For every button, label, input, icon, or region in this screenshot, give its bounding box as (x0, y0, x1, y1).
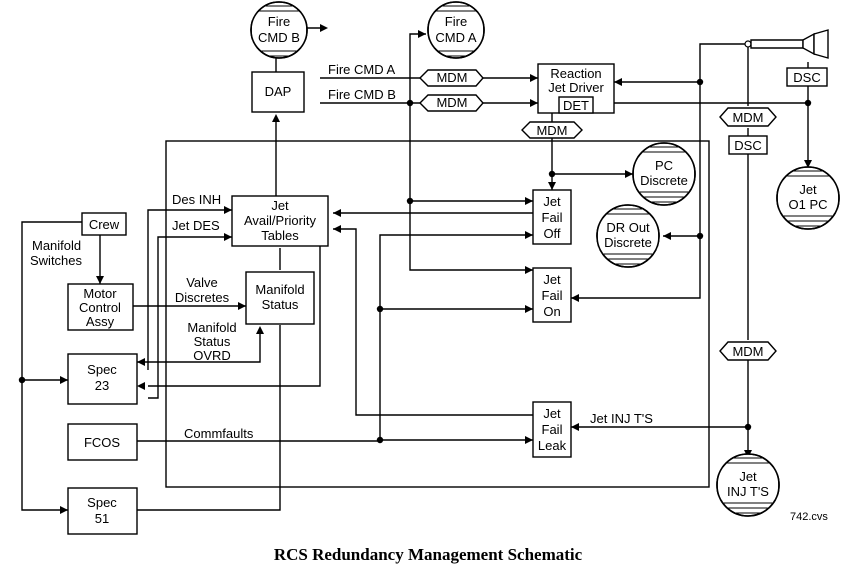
svg-text:DR Out: DR Out (606, 220, 650, 235)
svg-text:MDM: MDM (732, 110, 763, 125)
fire-cmd-b-label: Fire CMD B (328, 87, 396, 102)
jet-fail-on-box: Jet Fail On (532, 267, 572, 323)
svg-text:Motor: Motor (83, 286, 117, 301)
svg-text:Jet: Jet (739, 469, 757, 484)
svg-text:Status: Status (262, 297, 299, 312)
valve-discretes-label-2: Discretes (175, 290, 230, 305)
dsc-right: DSC (786, 67, 828, 87)
fire-cmd-a-circle: Fire CMD A (427, 1, 485, 59)
svg-text:Leak: Leak (538, 438, 567, 453)
svg-text:DSC: DSC (793, 70, 820, 85)
svg-text:DSC: DSC (734, 138, 761, 153)
manifold-switches-label-1: Manifold (32, 238, 81, 253)
jet-fail-leak-box: Jet Fail Leak (532, 401, 572, 458)
reaction-jet-driver-box: Reaction Jet Driver DET (537, 63, 615, 114)
spec-51-box: Spec 51 (67, 487, 138, 535)
mdm-fire-b: MDM (419, 94, 484, 112)
mdm-right-lower: MDM (719, 341, 777, 361)
circle-stripes (436, 5, 476, 57)
pc-discrete-circle: PC Discrete (632, 142, 696, 206)
svg-text:MDM: MDM (732, 344, 763, 359)
svg-text:PC: PC (655, 158, 673, 173)
svg-text:MDM: MDM (436, 95, 467, 110)
jet-fail-off-box: Jet Fail Off (532, 189, 572, 245)
commfaults-label: Commfaults (184, 426, 254, 441)
svg-text:Fail: Fail (542, 422, 563, 437)
fcos-box: FCOS (67, 423, 138, 461)
circle-stripes (639, 146, 689, 203)
svg-text:Jet: Jet (543, 194, 561, 209)
jet-inj-ts-circle: Jet INJ T'S (716, 453, 780, 517)
thruster-nozzle-icon (750, 29, 829, 59)
svg-text:Tables: Tables (261, 228, 299, 243)
svg-text:Discrete: Discrete (640, 173, 688, 188)
motor-control-assy-box: Motor Control Assy (67, 283, 134, 331)
svg-text:Discrete: Discrete (604, 235, 652, 250)
circle-stripes (723, 457, 773, 514)
svg-text:51: 51 (95, 511, 109, 526)
svg-text:Spec: Spec (87, 495, 117, 510)
jet-avail-priority-tables-box: Jet Avail/Priority Tables (231, 195, 329, 247)
dr-out-discrete-circle: DR Out Discrete (596, 204, 660, 268)
circle-stripes (259, 5, 299, 57)
svg-text:Jet: Jet (799, 182, 817, 197)
manifold-status-ovrd-label-1: Manifold (187, 320, 236, 335)
connection-lines (21, 27, 809, 511)
svg-text:Jet: Jet (543, 272, 561, 287)
fire-cmd-a-label: Fire CMD A (328, 62, 396, 77)
dsc-mid: DSC (728, 135, 768, 155)
system-boundary (165, 140, 710, 488)
dap-label: DAP (265, 84, 292, 99)
manifold-switches-label-2: Switches (30, 253, 83, 268)
jet-o1-pc-circle: Jet O1 PC (776, 166, 840, 230)
svg-text:23: 23 (95, 378, 109, 393)
jet-inj-ts-label: Jet INJ T'S (590, 411, 653, 426)
spec-23-box: Spec 23 (67, 353, 138, 405)
svg-text:MDM: MDM (436, 70, 467, 85)
svg-text:O1 PC: O1 PC (788, 197, 827, 212)
svg-text:Manifold: Manifold (255, 282, 304, 297)
svg-text:MDM: MDM (536, 123, 567, 138)
dap-box: DAP (251, 71, 305, 113)
mdm-fire-a: MDM (419, 69, 484, 87)
mdm-det: MDM (521, 121, 583, 139)
svg-text:FCOS: FCOS (84, 435, 120, 450)
svg-text:Control: Control (79, 300, 121, 315)
svg-text:Spec: Spec (87, 362, 117, 377)
crew-box: Crew (81, 212, 127, 236)
svg-text:Fire: Fire (268, 14, 290, 29)
svg-text:Jet: Jet (271, 198, 289, 213)
svg-text:Fail: Fail (542, 210, 563, 225)
circle-stripes (603, 208, 653, 265)
svg-text:INJ T'S: INJ T'S (727, 484, 769, 499)
svg-text:Off: Off (543, 226, 560, 241)
svg-text:Reaction: Reaction (550, 66, 601, 81)
manifold-status-ovrd-label-2: Status (194, 334, 231, 349)
valve-discretes-label-1: Valve (186, 275, 218, 290)
svg-text:CMD B: CMD B (258, 30, 300, 45)
svg-text:Assy: Assy (86, 314, 115, 329)
svg-text:Fail: Fail (542, 288, 563, 303)
det-label: DET (563, 98, 589, 113)
jet-des-label: Jet DES (172, 218, 220, 233)
des-inh-label: Des INH (172, 192, 221, 207)
circle-stripes (783, 170, 833, 227)
svg-text:On: On (543, 304, 560, 319)
svg-text:Jet: Jet (543, 406, 561, 421)
fire-cmd-b-circle: Fire CMD B (250, 1, 308, 59)
svg-text:CMD A: CMD A (435, 30, 477, 45)
figure-caption: RCS Redundancy Management Schematic (274, 545, 583, 564)
file-id: 742.cvs (790, 511, 828, 523)
svg-text:Jet Driver: Jet Driver (548, 80, 604, 95)
junction-dots (18, 40, 812, 444)
svg-text:Avail/Priority: Avail/Priority (244, 213, 317, 228)
mdm-right-upper: MDM (719, 107, 777, 127)
manifold-status-ovrd-label-3: OVRD (193, 348, 231, 363)
svg-text:Fire: Fire (445, 14, 467, 29)
manifold-status-box: Manifold Status (245, 271, 315, 325)
svg-text:Crew: Crew (89, 217, 120, 232)
